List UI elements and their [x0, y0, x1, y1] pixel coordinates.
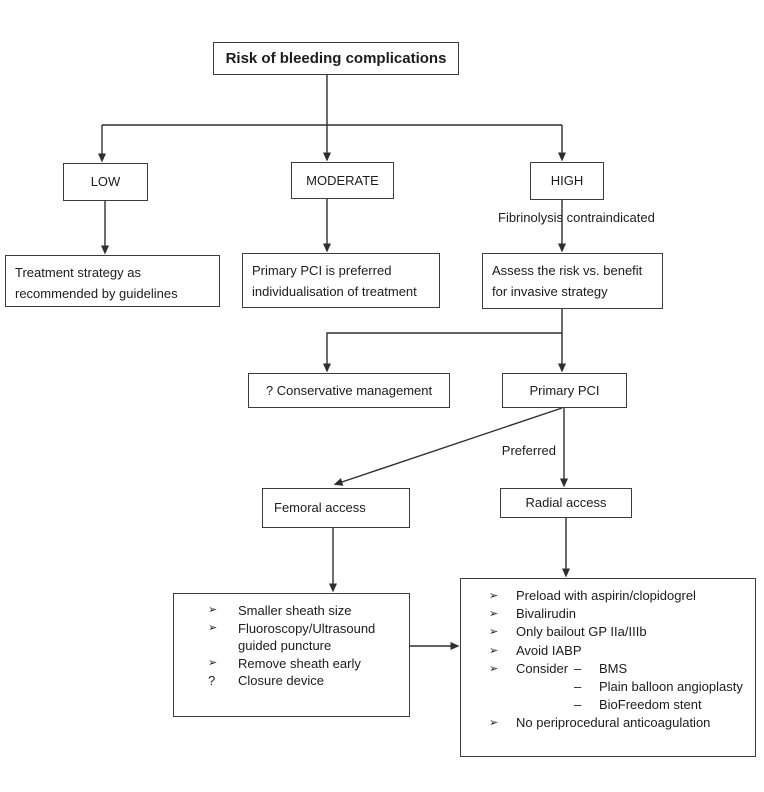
arrow-bullet-icon: ➢: [489, 626, 499, 639]
node-conservative-management: ? Conservative management: [248, 373, 450, 408]
node-high-label: HIGH: [550, 173, 584, 188]
dash-bullet: –: [574, 679, 582, 695]
list-item: ➢ Fluoroscopy/Ultrasound guided puncture: [208, 620, 401, 655]
node-moderate-label: MODERATE: [306, 172, 379, 188]
dash-bullet: –: [574, 660, 582, 676]
arrow-bullet-icon: ➢: [489, 662, 499, 675]
node-assess-risk-line1: Assess the risk vs. benefit: [492, 263, 643, 278]
node-femoral-access: Femoral access: [262, 488, 410, 528]
node-low: LOW: [63, 163, 148, 201]
connector-primarypci-femoral: [333, 407, 563, 486]
list-item-text: Fluoroscopy/Ultrasound guided puncture: [238, 620, 376, 654]
node-radial-access-label: Radial access: [525, 495, 607, 510]
arrow-bullet-icon: ➢: [489, 644, 499, 657]
connector-assess-conservative: [323, 309, 563, 373]
arrow-bullet-icon: ➢: [489, 590, 499, 602]
list-item-text: Smaller sheath size: [238, 603, 352, 618]
list-item-text: Only bailout GP IIa/IIIb: [516, 624, 647, 640]
node-primary-pci-label: Primary PCI: [529, 382, 600, 398]
sub-list-item: – BMS: [574, 660, 749, 678]
list-item-text: Bivalirudin: [516, 606, 576, 622]
node-primary-pci: Primary PCI: [502, 373, 627, 408]
list-item-text: No periprocedural anticoagulation: [516, 715, 711, 731]
arrow-bullet-icon: ➢: [208, 621, 218, 634]
node-moderate: MODERATE: [291, 162, 394, 199]
node-pci-preferred-line2: individualisation of treatment: [252, 284, 417, 299]
list-item-consider: ➢ Consider – BMS – Plain balloon angiopl…: [489, 660, 749, 715]
list-item-text: Preload with aspirin/clopidogrel: [516, 588, 696, 603]
dash-bullet: –: [574, 697, 582, 713]
node-low-label: LOW: [90, 174, 121, 189]
node-conservative-management-label: ? Conservative management: [265, 382, 433, 398]
list-item-text: Avoid IABP: [516, 642, 582, 658]
node-assess-risk-line2: for invasive strategy: [492, 284, 608, 299]
node-treatment-strategy-line1: Treatment strategy as: [15, 265, 141, 280]
node-femoral-list: ➢ Smaller sheath size ➢ Fluoroscopy/Ultr…: [173, 593, 410, 717]
list-item: ➢ Smaller sheath size: [208, 602, 401, 620]
list-item: ➢ No periprocedural anticoagulation: [489, 714, 749, 732]
fibrinolysis-contraindicated-label: Fibrinolysis contraindicated: [498, 210, 655, 225]
list-item: ➢ Preload with aspirin/clopidogrel: [489, 587, 749, 605]
node-radial-list: ➢ Preload with aspirin/clopidogrel ➢ Biv…: [460, 578, 756, 757]
node-risk-of-bleeding: Risk of bleeding complications: [213, 42, 459, 75]
sub-list-item-text: Plain balloon angioplasty: [599, 679, 743, 695]
arrow-bullet-icon: ➢: [489, 717, 499, 730]
node-pci-preferred: Primary PCI is preferred individualisati…: [242, 253, 440, 308]
sub-list-item: – BioFreedom stent: [574, 696, 749, 714]
node-femoral-access-label: Femoral access: [274, 500, 366, 515]
preferred-label: Preferred: [501, 443, 556, 458]
node-treatment-strategy: Treatment strategy as recommended by gui…: [5, 255, 220, 307]
list-item-text: Closure device: [238, 673, 324, 688]
list-item: ➢ Avoid IABP: [489, 642, 749, 660]
node-pci-preferred-line1: Primary PCI is preferred: [252, 263, 392, 278]
arrow-bullet-icon: ➢: [208, 656, 218, 669]
arrow-bullet-icon: ➢: [208, 604, 218, 616]
node-assess-risk: Assess the risk vs. benefit for invasive…: [482, 253, 663, 309]
question-bullet: ?: [208, 673, 216, 688]
arrow-bullet-icon: ➢: [489, 608, 499, 621]
sub-list-item-text: BMS: [599, 660, 628, 676]
sub-list-item-text: BioFreedom stent: [599, 697, 702, 713]
node-radial-access: Radial access: [500, 488, 632, 518]
consider-label: Consider: [516, 660, 569, 676]
list-item: ? Closure device: [208, 672, 401, 690]
sub-list-item: – Plain balloon angioplasty: [574, 678, 749, 696]
node-high: HIGH: [530, 162, 604, 200]
connector-title-branch: [102, 75, 562, 126]
list-item-text: Remove sheath early: [238, 655, 361, 671]
list-item: ➢ Only bailout GP IIa/IIIb: [489, 623, 749, 641]
list-item: ➢ Bivalirudin: [489, 605, 749, 623]
node-treatment-strategy-line2: recommended by guidelines: [15, 286, 178, 301]
list-item: ➢ Remove sheath early: [208, 655, 401, 673]
node-risk-of-bleeding-label: Risk of bleeding complications: [225, 49, 447, 67]
